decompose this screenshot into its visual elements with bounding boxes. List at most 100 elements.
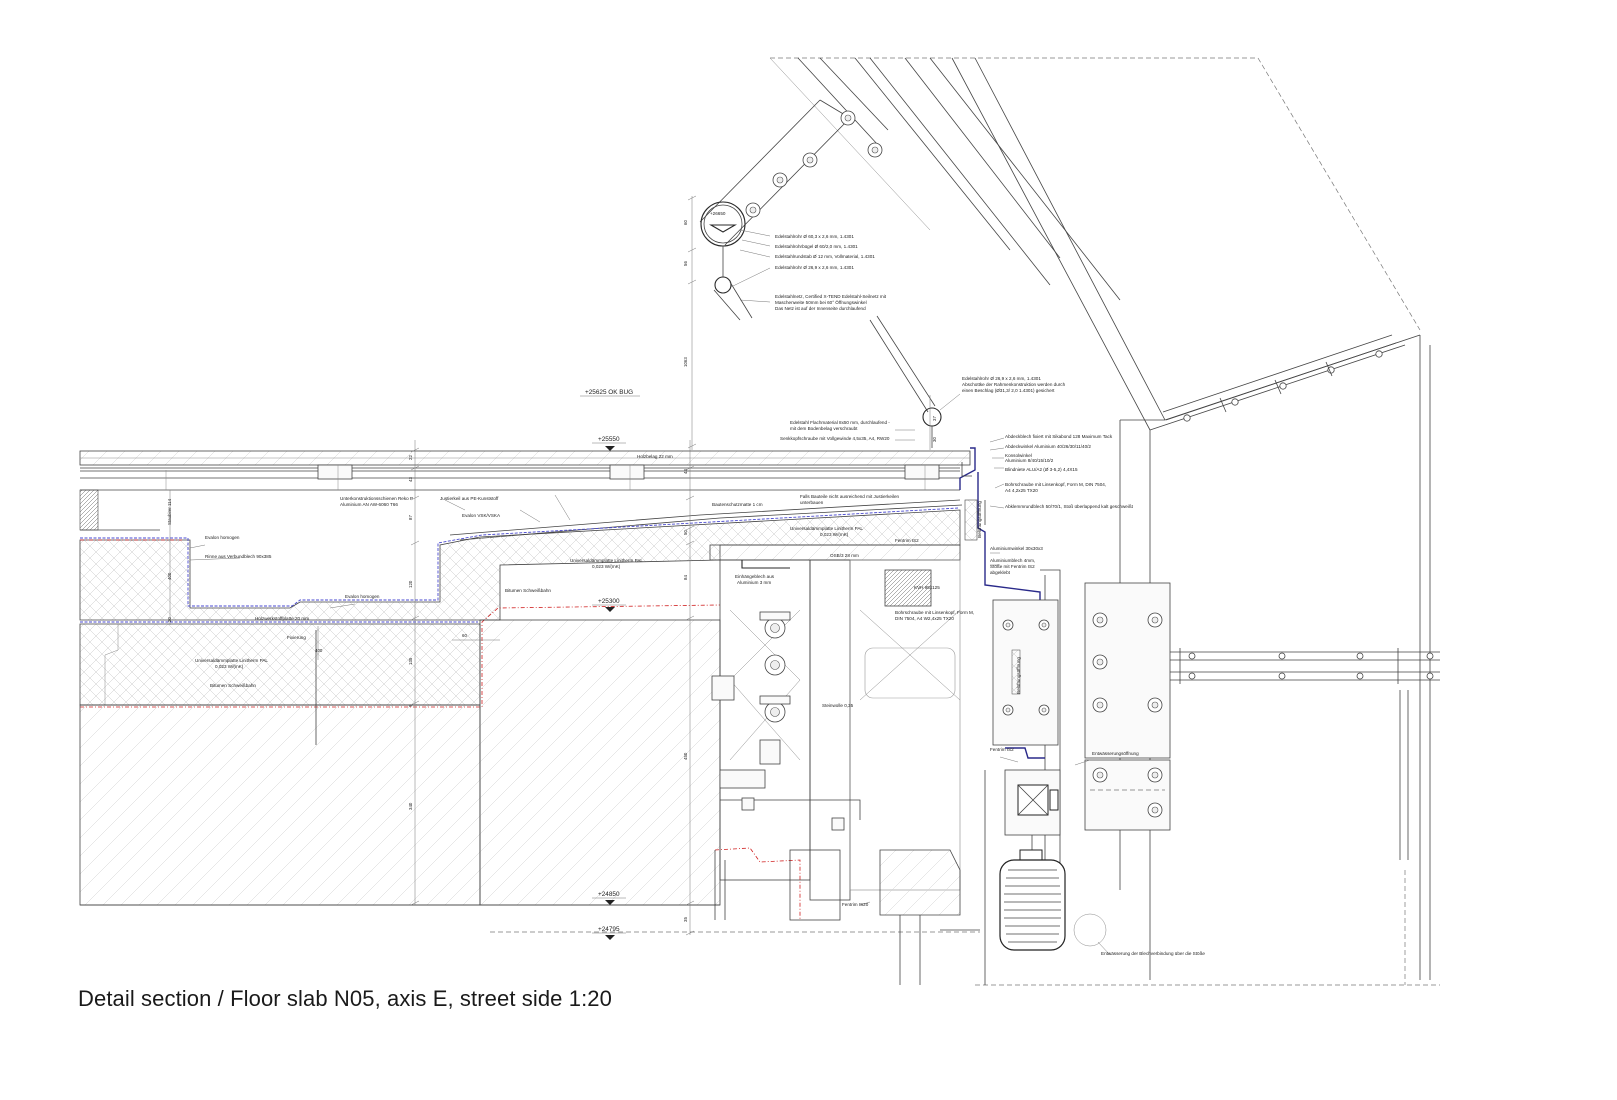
ann-43: Bitumen Schweißbahn — [210, 683, 256, 688]
dim-400a: 400 — [167, 572, 172, 580]
dim-120: 120 — [408, 580, 413, 588]
ann-38: Evalon homogen — [345, 594, 380, 599]
leader-lines — [189, 393, 1091, 906]
ann-33: Evalon homogen — [205, 535, 240, 540]
ann-27: Bautenschutzmatte 1 cm — [712, 502, 763, 507]
handrail-arm: +26650 — [699, 99, 883, 321]
ann-21: Abklemmrundblech 50/70/1, Stoß überlappe… — [1005, 504, 1134, 509]
ann-16: Konsolwinkel — [1005, 453, 1032, 458]
ann-6: Maschenweite 50mm bei 60° Öffnungswinkel — [775, 299, 867, 305]
ann-56: Entwässerungsöffnung — [1092, 751, 1139, 756]
vent-label-lower: Belüftungsöffnung — [1016, 657, 1021, 694]
dim-114: Staubirer 114 — [167, 498, 172, 525]
ann-35: Universaldämmplatte Linitherm PAL — [570, 558, 643, 563]
ann-9: Abschottke der Rahmenkonstruktion werden… — [962, 382, 1066, 387]
dim-87: 87 — [408, 515, 413, 520]
ann-48: Bohrschraube mit Linsenkopf, Form M, — [895, 610, 974, 615]
dim-43b: 43 — [683, 469, 688, 474]
dim-9: 9 — [408, 704, 413, 707]
dim-56: 56 — [683, 261, 688, 266]
ann-46: Aluminium 3 mm — [737, 580, 771, 585]
dim-400b: 400 — [315, 648, 323, 653]
ann-54: Steinwolle 0,35 — [822, 703, 854, 708]
ann-5: Edelstahlnetz, Certified X-TEND Edelstah… — [775, 294, 887, 299]
ann-36: 0,023 W/(mK) — [592, 564, 621, 569]
bolt-stack — [759, 611, 791, 723]
ann-2: Edelstahlrohrbügel Ø 60/2,0 mm, 1.4301 — [775, 244, 858, 249]
dim-135: 135 — [408, 657, 413, 665]
drawing-caption: Detail section / Floor slab N05, axis E,… — [78, 986, 612, 1011]
ann-12: mit dem Bodenbelag verschraubt — [790, 426, 858, 431]
annotations: Edelstahlrohr Ø 60,3 x 2,6 mm, 1.4301 Ed… — [195, 234, 1205, 956]
ann-20: A4 4,2x25 TX20 — [1005, 488, 1038, 493]
level-markers: +25625 OK BUG +25550 +25300 +24850 +2479… — [580, 389, 640, 940]
ann-22: Holzbelag 22 mm — [637, 454, 673, 459]
dim-37: 37 — [932, 416, 937, 421]
ann-40: Fixierung — [287, 635, 306, 640]
ann-37: Bitumen Schweißbahn — [505, 588, 551, 593]
ann-55: Fentrim IS2 — [990, 747, 1014, 752]
dim-60b: 60 — [462, 633, 467, 638]
dim-1063: 1063 — [683, 357, 688, 367]
ann-29: unterbauen — [800, 500, 824, 505]
ann-13: Senkkopfschraube mit Vollgewinde 4,5x35,… — [780, 436, 890, 441]
ann-45: Einhängeblech aus — [735, 574, 775, 579]
ann-32: Fentrim IS2 — [895, 538, 919, 543]
ann-23: Unterkonstruktionsschienen Reko P — [340, 496, 413, 501]
level-24795: +24795 — [598, 926, 620, 933]
level-26650: +26650 — [710, 211, 726, 216]
ann-3: Edelstahlrundstab Ø 12 mm, Vollmaterial,… — [775, 254, 875, 259]
dim-20: 20 — [167, 617, 172, 622]
ann-57: Fentrim IS20 — [842, 902, 869, 907]
level-25625: +25625 OK BUG — [585, 389, 633, 396]
ann-44: OSB/3 28 mm — [830, 553, 859, 558]
horizontal-rails — [1170, 648, 1440, 985]
ann-52: Stöße mit Fentrim IS2 — [990, 564, 1035, 569]
insulation-layers — [79, 507, 961, 708]
net-cable — [869, 315, 942, 448]
ann-30: Universaldämmplatte Linitherm PAL — [790, 526, 863, 531]
dim-50: 50 — [683, 530, 688, 535]
floor-deck — [79, 450, 971, 541]
ann-19: Bohrschraube mit Linsenkopf, Form M, DIN… — [1005, 482, 1106, 487]
ann-10: einen Beschlag (Ø31,3/ 2,0 1.4301) gesic… — [962, 388, 1055, 393]
ann-49: DIN 7504, A4 W2,4x25 TX20 — [895, 616, 954, 621]
dim-60: 60 — [683, 220, 688, 225]
ann-58: Entwässerung der Blechverbindung über di… — [1101, 951, 1205, 956]
shutter-unit — [975, 769, 1440, 986]
level-25550: +25550 — [598, 436, 620, 443]
ann-15: Abdeckwinkel Aluminium 40/26/30/11/40/2 — [1005, 444, 1091, 449]
level-24850: +24850 — [598, 891, 620, 898]
ann-7: Das Netz ist auf der Innenseite durchlau… — [775, 306, 866, 311]
dimension-chain-center: 22 43 87 120 135 9 340 43 50 84 450 35 4… — [167, 440, 695, 936]
connection-core — [709, 544, 961, 901]
ann-17: Aluminium 8/40/15/10/2 — [1005, 458, 1054, 463]
lower-profile — [714, 847, 980, 985]
ann-26: Evalon VSK/VSKA — [462, 513, 501, 518]
level-25300: +25300 — [598, 598, 620, 605]
ann-50: Aluminiumwinkel 30x30x3 — [990, 546, 1043, 551]
ann-47: KVH 95x125 — [914, 585, 940, 590]
dim-43: 43 — [408, 477, 413, 482]
ann-4: Edelstahlrohr Ø 26,9 x 2,6 mm, 1.4301 — [775, 265, 854, 270]
ann-39: Holzwerkstoffplatte 20 mm — [255, 616, 309, 621]
ann-28: Falls Bauteile nicht ausreichend mit Jus… — [800, 494, 900, 499]
ann-8: Edelstahlrohr Ø 26,9 x 2,6 mm, 1.4301 — [962, 376, 1041, 381]
dim-22: 22 — [408, 455, 413, 460]
ann-31: 0,023 W/(mK) — [820, 532, 849, 537]
shutter-coil — [999, 859, 1066, 951]
ann-41: Universaldämmplatte Linitherm PAL — [195, 658, 268, 663]
ann-11: Edelstahl Flachmaterial 8x50 mm, durchla… — [790, 420, 890, 425]
dim-450: 450 — [683, 752, 688, 760]
vent-label-upper: Belüftungsöffnung — [977, 501, 982, 538]
inclined-strip-bolts — [1162, 334, 1397, 422]
ann-24: Aluminium AN AW-6060 T66 — [340, 502, 398, 507]
ann-51: Aluminiumblech 4mm, — [990, 558, 1035, 563]
ann-1: Edelstahlrohr Ø 60,3 x 2,6 mm, 1.4301 — [775, 234, 854, 239]
ann-18: Blindniete ALU/A2 (Ø 3-5,2) 4,4X15 — [1005, 467, 1078, 472]
ann-34: Rinne aus Verbundblech 90x385 — [205, 554, 272, 559]
dim-35: 35 — [683, 917, 688, 922]
concrete-slab — [79, 619, 980, 933]
dim-84: 84 — [683, 575, 688, 580]
